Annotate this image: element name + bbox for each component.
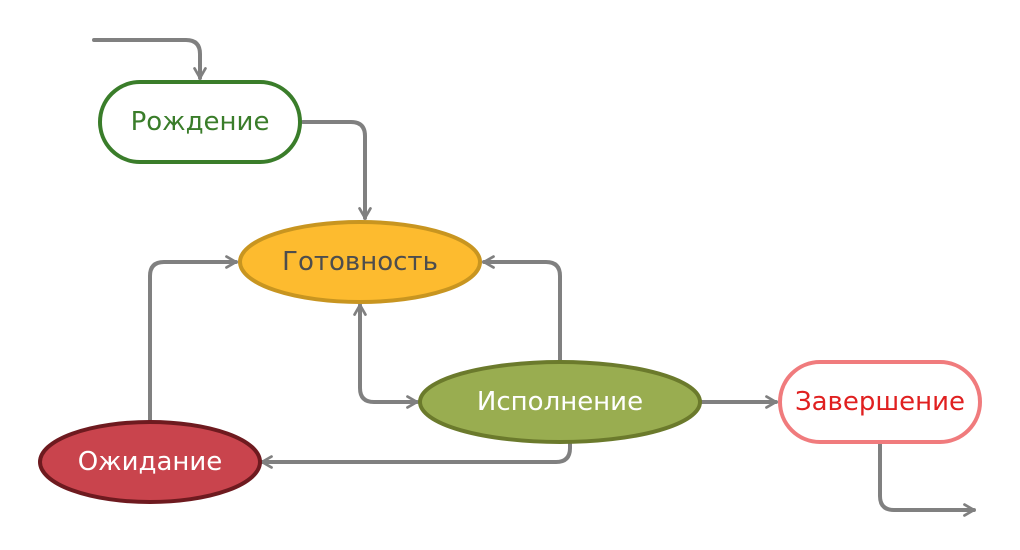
arrow-running-to-waiting bbox=[260, 441, 572, 469]
arrow-entry-to-birth bbox=[92, 38, 207, 80]
arrow-ready-running-bidirectional bbox=[353, 303, 419, 409]
arrow-running-to-ready bbox=[482, 255, 562, 362]
state-ready-label: Готовность bbox=[282, 247, 438, 277]
arrow-terminate-exit bbox=[878, 441, 976, 517]
state-birth: Рождение bbox=[98, 80, 302, 164]
arrow-birth-to-ready bbox=[301, 120, 372, 220]
state-terminate-label: Завершение bbox=[795, 387, 965, 417]
state-terminate: Завершение bbox=[778, 360, 982, 444]
state-running-label: Исполнение bbox=[477, 387, 643, 417]
arrow-waiting-to-ready bbox=[148, 255, 238, 423]
state-waiting: Ожидание bbox=[38, 420, 262, 504]
state-birth-label: Рождение bbox=[131, 107, 270, 137]
state-running: Исполнение bbox=[418, 360, 702, 444]
state-ready: Готовность bbox=[238, 220, 482, 304]
state-waiting-label: Ожидание bbox=[78, 447, 223, 477]
